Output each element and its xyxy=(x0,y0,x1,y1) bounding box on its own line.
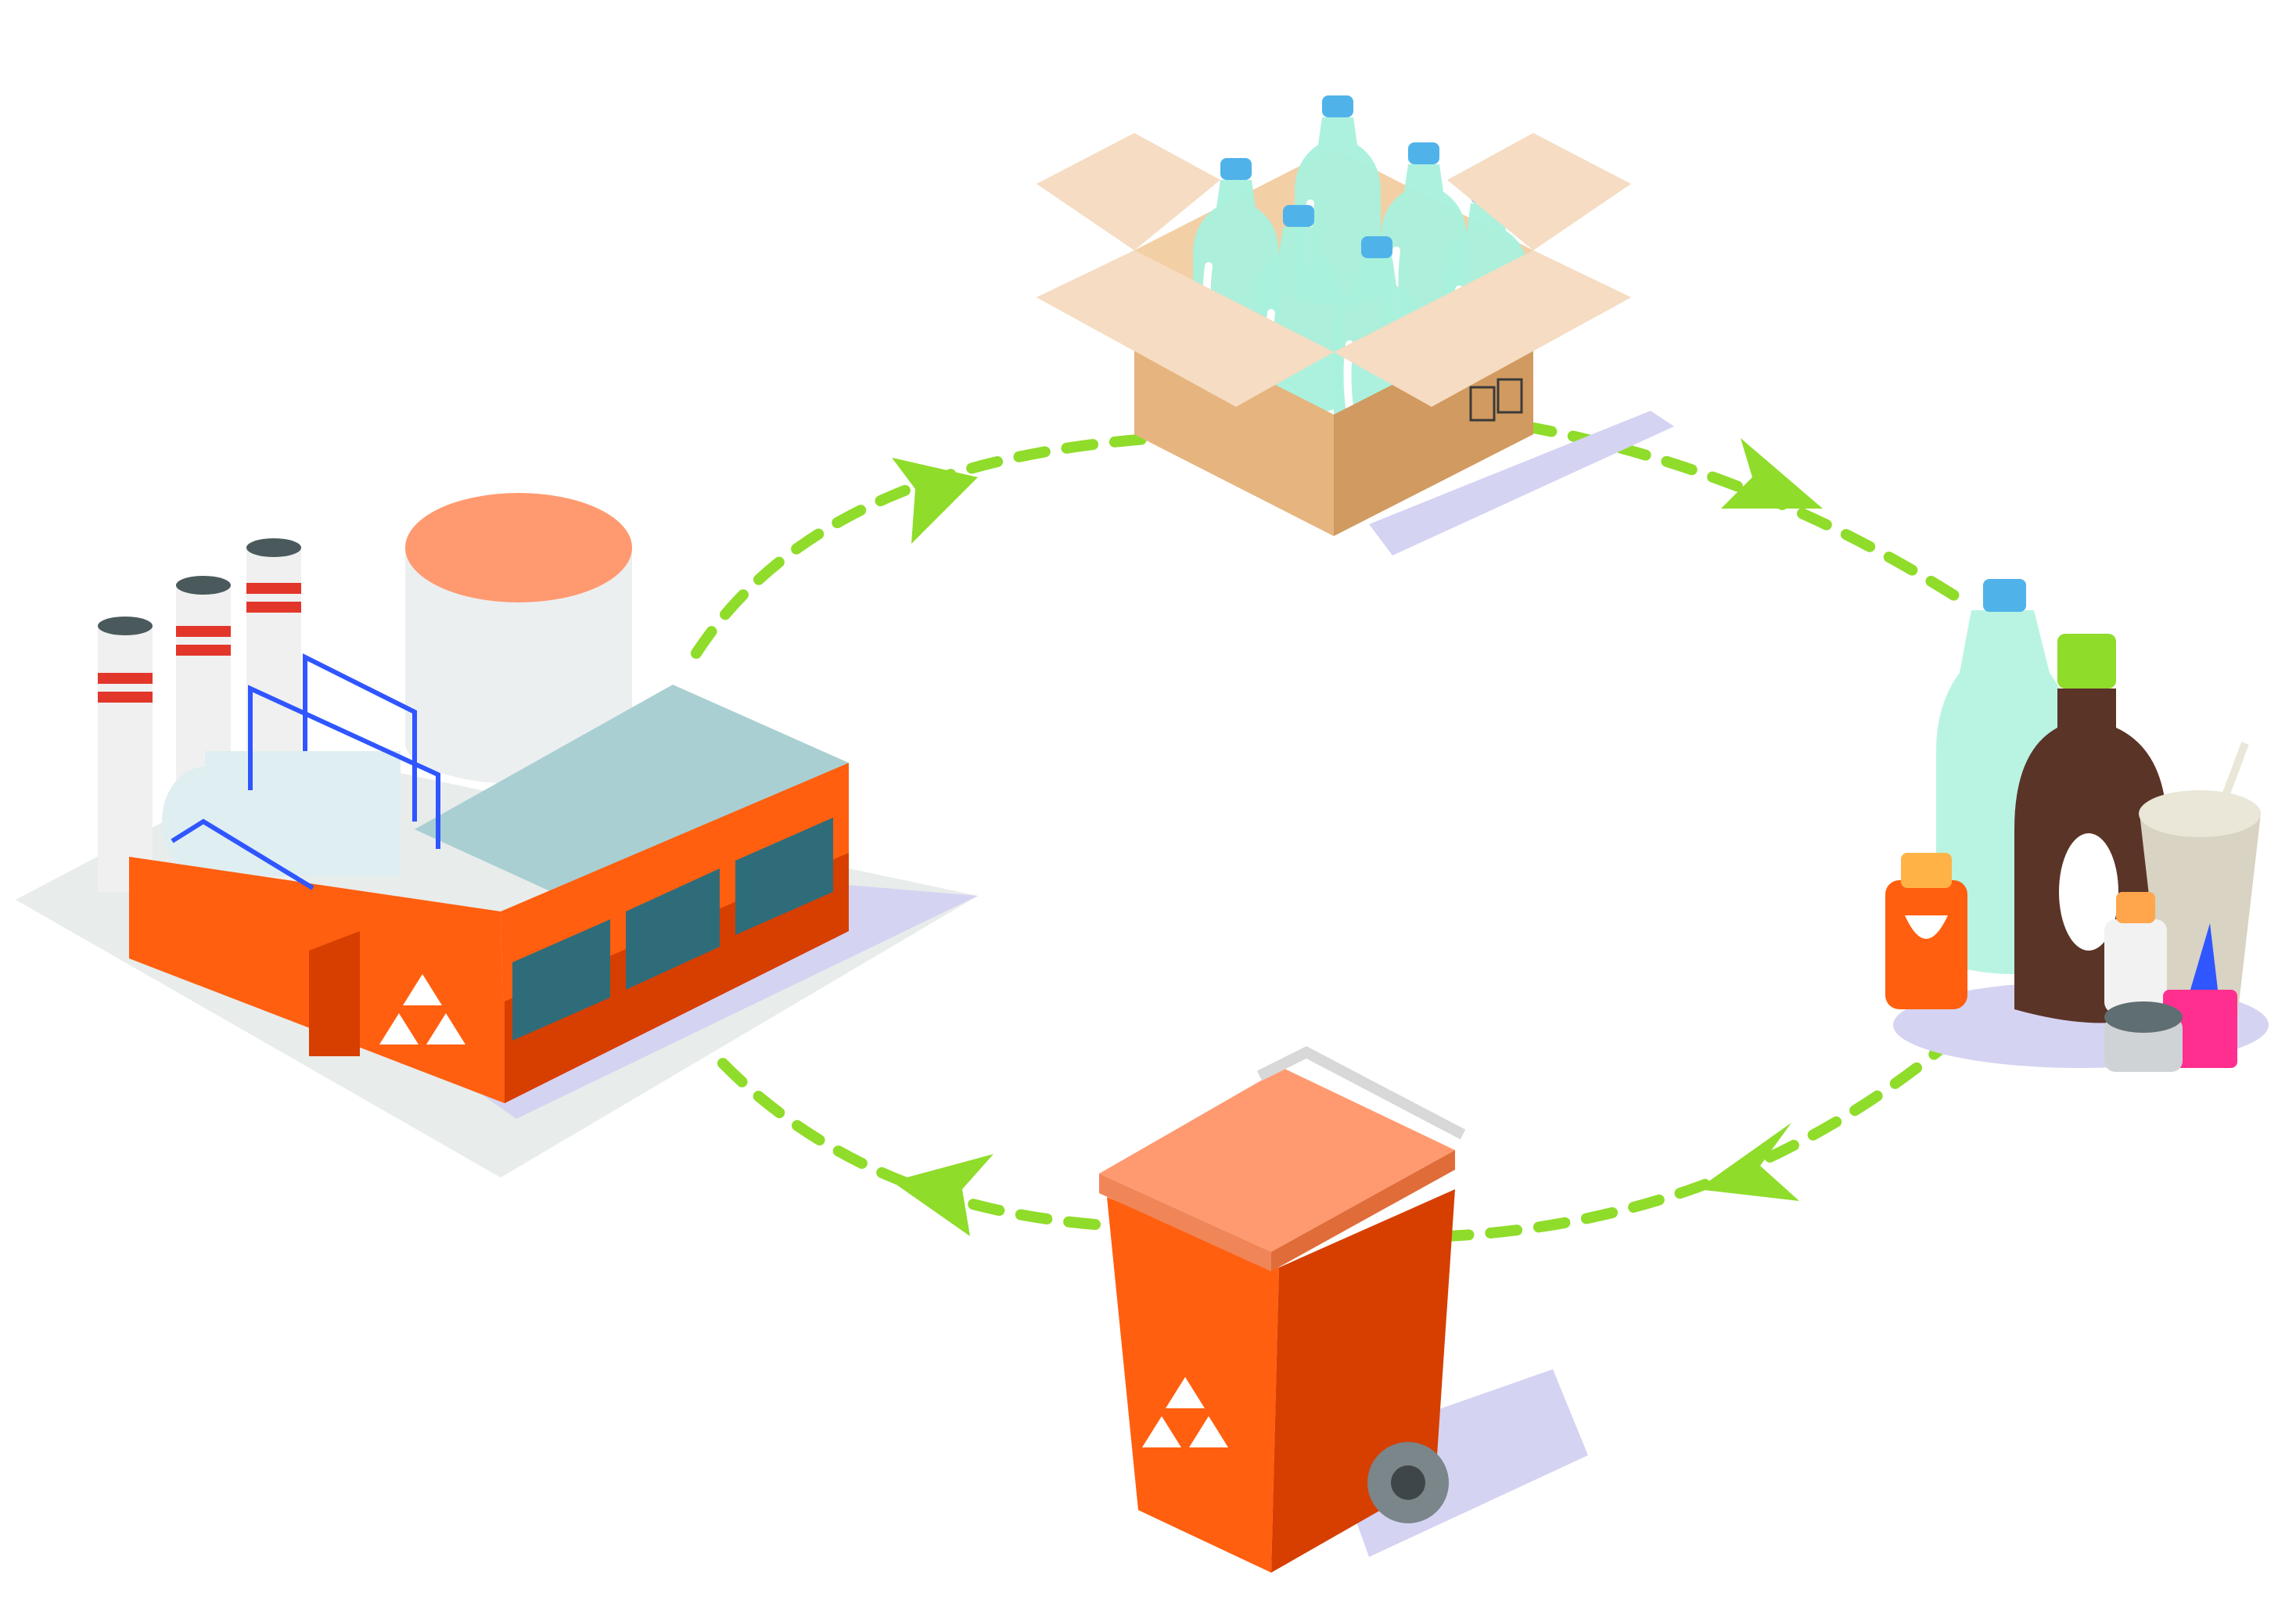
arrow-factory-to-box xyxy=(691,433,1163,659)
factory-recycle-symbol-icon xyxy=(379,974,465,1045)
factory-tank xyxy=(405,493,632,784)
recycling-factory-icon xyxy=(16,493,978,1178)
recycling-bin-icon xyxy=(1099,1046,1588,1573)
arrow-bin-to-factory xyxy=(714,1055,1101,1236)
recycle-symbol-icon xyxy=(1142,1377,1228,1447)
arrow-bottles-to-bin xyxy=(1442,1000,1996,1242)
bottle-box-icon xyxy=(1037,95,1674,556)
plastic-containers-icon xyxy=(1885,579,2269,1072)
